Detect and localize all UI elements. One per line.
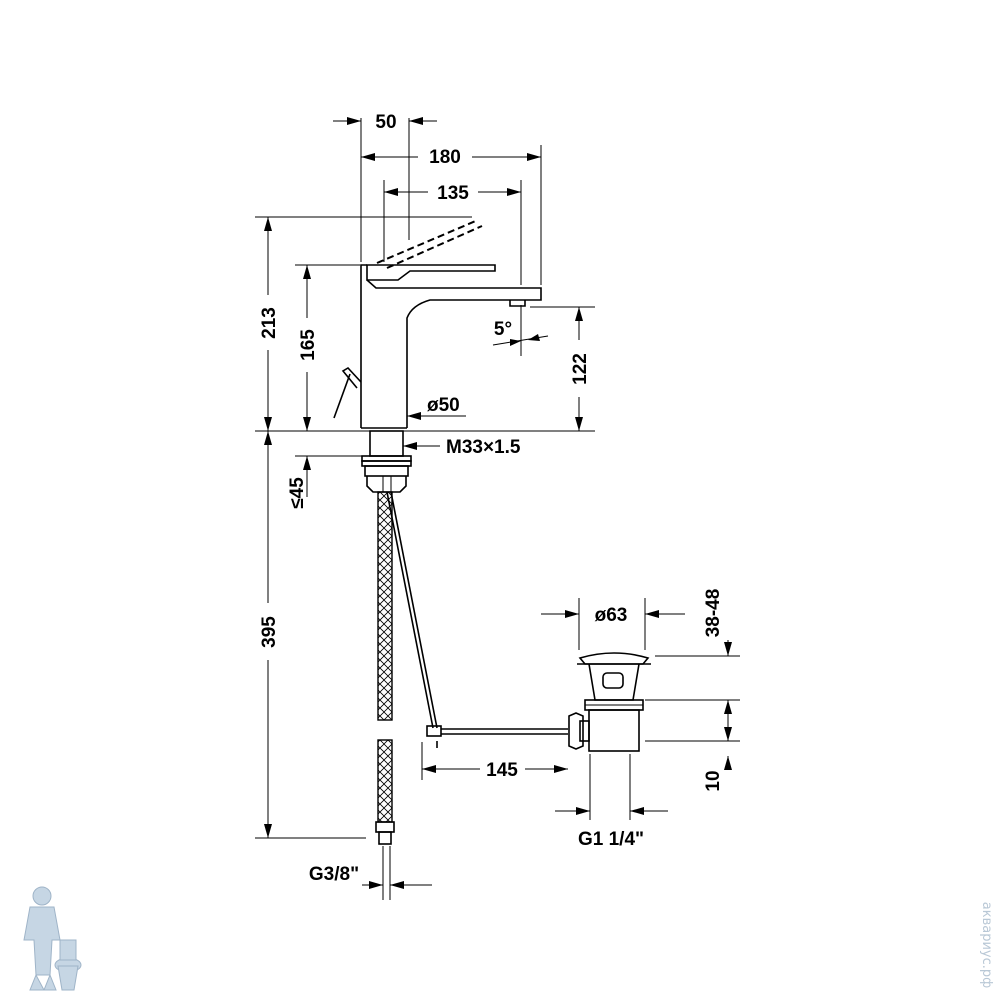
dimension-labels: 50 180 135 213 165 5° 122 ø50 M33×1.5 ≤4…	[259, 112, 724, 885]
pull-rod-linkage	[386, 491, 568, 748]
dim-thread-m33: M33×1.5	[446, 437, 521, 458]
dim-180: 180	[429, 147, 461, 168]
plumber-mascot-icon	[23, 886, 82, 991]
flexible-hose	[375, 491, 395, 845]
dim-165: 165	[298, 329, 319, 361]
extension-lines	[255, 118, 740, 900]
dim-g3-8: G3/8"	[309, 864, 359, 885]
dim-395: 395	[259, 616, 280, 648]
drain-valve	[568, 652, 651, 752]
dim-5-degrees: 5°	[494, 319, 512, 340]
dimension-lines	[264, 117, 732, 889]
dim-135: 135	[437, 183, 469, 204]
dim-g1-1-4: G1 1/4"	[578, 829, 644, 850]
dim-213: 213	[259, 307, 280, 339]
dim-50: 50	[375, 112, 396, 133]
dim-dia-50: ø50	[427, 395, 460, 416]
dim-122: 122	[570, 353, 591, 385]
mounting-shank	[361, 430, 412, 493]
dim-145: 145	[486, 760, 518, 781]
dim-dia-63: ø63	[595, 605, 628, 626]
dim-max-45: ≤45	[287, 477, 308, 509]
dim-10: 10	[703, 770, 724, 791]
watermark-text: аквариус.рф	[979, 902, 994, 989]
faucet-body	[333, 219, 542, 429]
dim-38-48: 38-48	[703, 589, 724, 638]
